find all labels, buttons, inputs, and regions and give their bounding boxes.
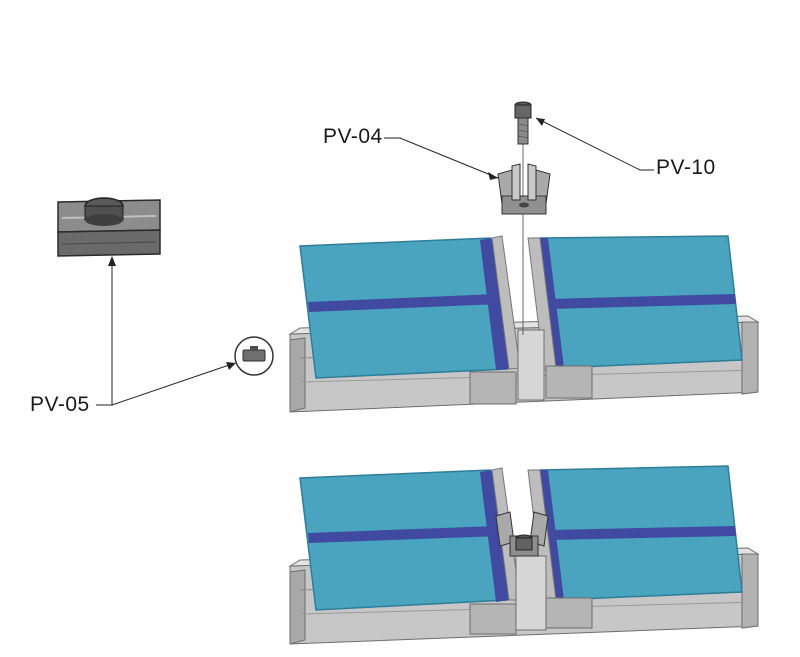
pv04-leader (384, 137, 499, 179)
pv05-arrowhead-upper (108, 256, 116, 266)
top-clamp-slot (517, 329, 545, 401)
pv04-hole (519, 202, 529, 208)
bottom-rail-front (289, 569, 306, 645)
bottom-rail-block-right (545, 597, 593, 629)
bottom-bolt-head (515, 537, 533, 551)
leader-arrowheads (108, 118, 545, 370)
pv04-arrowhead (488, 172, 498, 180)
pv10-leader (535, 117, 654, 171)
top-rail-block-left (469, 371, 517, 405)
pv05-part (57, 197, 161, 257)
bottom-right-panel-frame-strip (540, 470, 564, 600)
top-rail-block-right (545, 365, 593, 399)
pv05-in-rail-boss (250, 346, 258, 351)
bottom-assembly (288, 465, 760, 645)
leader-lines (96, 117, 654, 406)
callout-pv05: PV-05 (30, 393, 90, 416)
top-right-panel-divider (548, 294, 736, 309)
top-assembly (234, 235, 760, 413)
pv10-thread-2 (517, 129, 529, 133)
pv04-clamp (497, 163, 551, 215)
pv05-boss-base (85, 214, 123, 226)
callout-pv10: PV-10 (656, 156, 716, 179)
bottom-clamp-slot (515, 555, 547, 631)
pv04-left-post (511, 163, 521, 201)
bottom-left-panel-frame-strip (480, 470, 509, 602)
pv05-leader-upper (96, 262, 113, 406)
pv10-head (514, 104, 532, 119)
bottom-left-panel-divider (308, 526, 500, 543)
callout-pv04: PV-04 (323, 125, 383, 148)
top-rail-end (741, 321, 759, 395)
pv05-in-rail (242, 349, 266, 362)
pv10-arrowhead (536, 118, 545, 126)
bottom-rail-end (741, 553, 759, 629)
pv10-bolt (514, 101, 532, 335)
pv10-thread-3 (517, 135, 529, 139)
bottom-rail-block-left (469, 603, 517, 635)
pv05-arrowhead-lower (226, 362, 236, 370)
top-rail-front (289, 337, 306, 413)
top-left-panel-divider (308, 294, 500, 312)
pv05-groove (61, 241, 157, 245)
top-left-panel-frame-strip (480, 238, 509, 370)
pv04-right-post (527, 163, 537, 201)
top-right-panel-frame-strip (540, 238, 564, 368)
bottom-right-panel-divider (548, 526, 736, 540)
pv05-leader-lower (111, 363, 233, 406)
pv05-detail-circle (234, 336, 274, 376)
pv10-thread (517, 123, 529, 127)
